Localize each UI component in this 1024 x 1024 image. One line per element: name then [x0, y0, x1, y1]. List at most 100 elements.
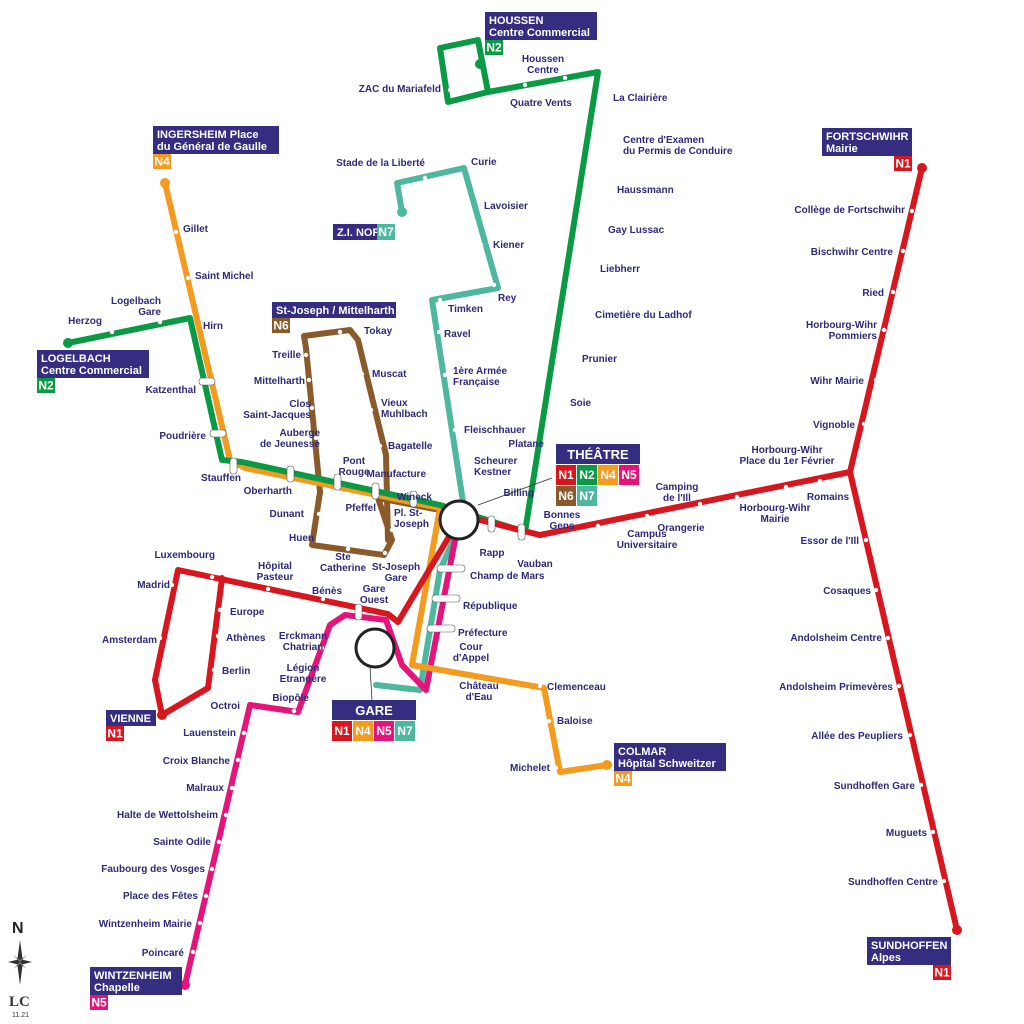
stop-label-treille[interactable]: Treille — [272, 350, 301, 361]
stop-label-sainte-odile[interactable]: Sainte Odile — [153, 837, 211, 848]
stop-label-wintzenheim-mairie[interactable]: Wintzenheim Mairie — [99, 919, 193, 930]
stop-label-europe[interactable]: Europe — [230, 607, 265, 618]
stop-label-ravel[interactable]: Ravel — [444, 329, 471, 340]
stop-label-republique[interactable]: République — [463, 601, 518, 612]
stop-label-romains[interactable]: Romains — [807, 492, 850, 503]
stop-label-rapp[interactable]: Rapp — [480, 548, 505, 559]
stop-label-billing[interactable]: Billing — [503, 488, 534, 499]
gare-hub-circle[interactable] — [354, 627, 396, 669]
stop-label-college[interactable]: Collège de Fortschwihr — [794, 205, 905, 216]
stop-label-cosaques[interactable]: Cosaques — [823, 586, 871, 597]
stop-label-hirn[interactable]: Hirn — [203, 321, 223, 332]
stop-label-andolsheim-centre[interactable]: Andolsheim Centre — [790, 633, 882, 644]
stop-label-timken[interactable]: Timken — [448, 304, 483, 315]
stop-label-dunant[interactable]: Dunant — [270, 509, 305, 520]
stop-label-liebherr[interactable]: Liebherr — [600, 264, 640, 275]
stop-label-tokay[interactable]: Tokay — [364, 326, 393, 337]
stop-label-bischwihr[interactable]: Bischwihr Centre — [811, 247, 894, 258]
stop-label-curie[interactable]: Curie — [471, 157, 497, 168]
stop-label-wineck[interactable]: Wineck — [397, 492, 432, 503]
stop-label-benes[interactable]: Bénès — [312, 586, 342, 597]
stop-label-quatre-vents[interactable]: Quatre Vents — [510, 98, 572, 109]
stop-label-orangerie[interactable]: Orangerie — [657, 523, 705, 534]
stop-label-madrid[interactable]: Madrid — [137, 580, 170, 591]
stop-label-sundhoffen-gare[interactable]: Sundhoffen Gare — [834, 781, 916, 792]
stop-label-gillet[interactable]: Gillet — [183, 224, 209, 235]
stop-label-muscat[interactable]: Muscat — [372, 369, 407, 380]
stop-label-kiener[interactable]: Kiener — [493, 240, 524, 251]
stop-label-poincare[interactable]: Poincaré — [142, 948, 185, 959]
stop-label-essor[interactable]: Essor de l'Ill — [800, 536, 859, 547]
stop-label-faubourg-vosges[interactable]: Faubourg des Vosges — [101, 864, 205, 875]
stop-label-vauban[interactable]: Vauban — [517, 559, 553, 570]
stop-label-athenes[interactable]: Athènes — [226, 633, 266, 644]
stop-label-sundhoffen-centre[interactable]: Sundhoffen Centre — [848, 877, 938, 888]
stop-label-oberharth[interactable]: Oberharth — [244, 486, 292, 497]
stop-label-zac-mariafeld[interactable]: ZAC du Mariafeld — [359, 84, 441, 95]
line-N2-route[interactable] — [65, 37, 601, 535]
line-N1-route[interactable] — [152, 165, 925, 718]
stop-label-berlin[interactable]: Berlin — [222, 666, 250, 677]
stop-label-platane[interactable]: Platane — [508, 439, 544, 450]
stop-label-octroi[interactable]: Octroi — [211, 701, 241, 712]
line-N6-route[interactable] — [301, 327, 453, 558]
stop-label-biopole[interactable]: Biopôle — [272, 693, 309, 704]
stop-label-croix-blanche[interactable]: Croix Blanche — [163, 756, 231, 767]
line-N5-route[interactable] — [182, 527, 460, 988]
stop-label-allee-peupliers[interactable]: Allée des Peupliers — [811, 731, 903, 742]
stop-label-herzog[interactable]: Herzog — [68, 316, 102, 327]
stop-label-wihr-mairie[interactable]: Wihr Mairie — [810, 376, 864, 387]
stop-label-saint-michel[interactable]: Saint Michel — [195, 271, 254, 282]
stop-label-soie[interactable]: Soie — [570, 398, 592, 409]
stop-label-lauenstein[interactable]: Lauenstein — [183, 728, 236, 739]
stop-label-fleischhauer[interactable]: Fleischhauer — [464, 425, 526, 436]
stop-label-rey[interactable]: Rey — [498, 293, 517, 304]
stop-label-huen[interactable]: Huen — [289, 533, 314, 544]
stop-label-baloise[interactable]: Baloise — [557, 716, 593, 727]
stop-label-malraux[interactable]: Malraux — [186, 783, 224, 794]
stop-label-ried[interactable]: Ried — [862, 288, 884, 299]
stop-label-haussmann[interactable]: Haussmann — [617, 185, 674, 196]
stop-label-cimetiere[interactable]: Cimetière du Ladhof — [595, 310, 692, 321]
stop-label-michelet[interactable]: Michelet — [510, 763, 551, 774]
stop-label-prunier[interactable]: Prunier — [582, 354, 617, 365]
stop-label-stade-liberte[interactable]: Stade de la Liberté — [336, 158, 425, 169]
line-N7-route[interactable] — [373, 165, 501, 693]
stop-label-halte-wettolsheim[interactable]: Halte de Wettolsheim — [117, 810, 218, 821]
stop-label-vignoble[interactable]: Vignoble — [813, 420, 855, 431]
line-N1-branch[interactable] — [847, 469, 960, 933]
stop-label-place-fetes[interactable]: Place des Fêtes — [123, 891, 198, 902]
stop-label-clemenceau[interactable]: Clemenceau — [547, 682, 606, 693]
stop-label-prefecture[interactable]: Préfecture — [458, 628, 508, 639]
stop-label-andolsheim-primeveres[interactable]: Andolsheim Primevères — [779, 682, 893, 693]
stop-label-champ-de-mars[interactable]: Champ de Mars — [470, 571, 545, 582]
stop-label-muguets[interactable]: Muguets — [886, 828, 928, 839]
stop-label-luxembourg[interactable]: Luxembourg — [154, 550, 215, 561]
